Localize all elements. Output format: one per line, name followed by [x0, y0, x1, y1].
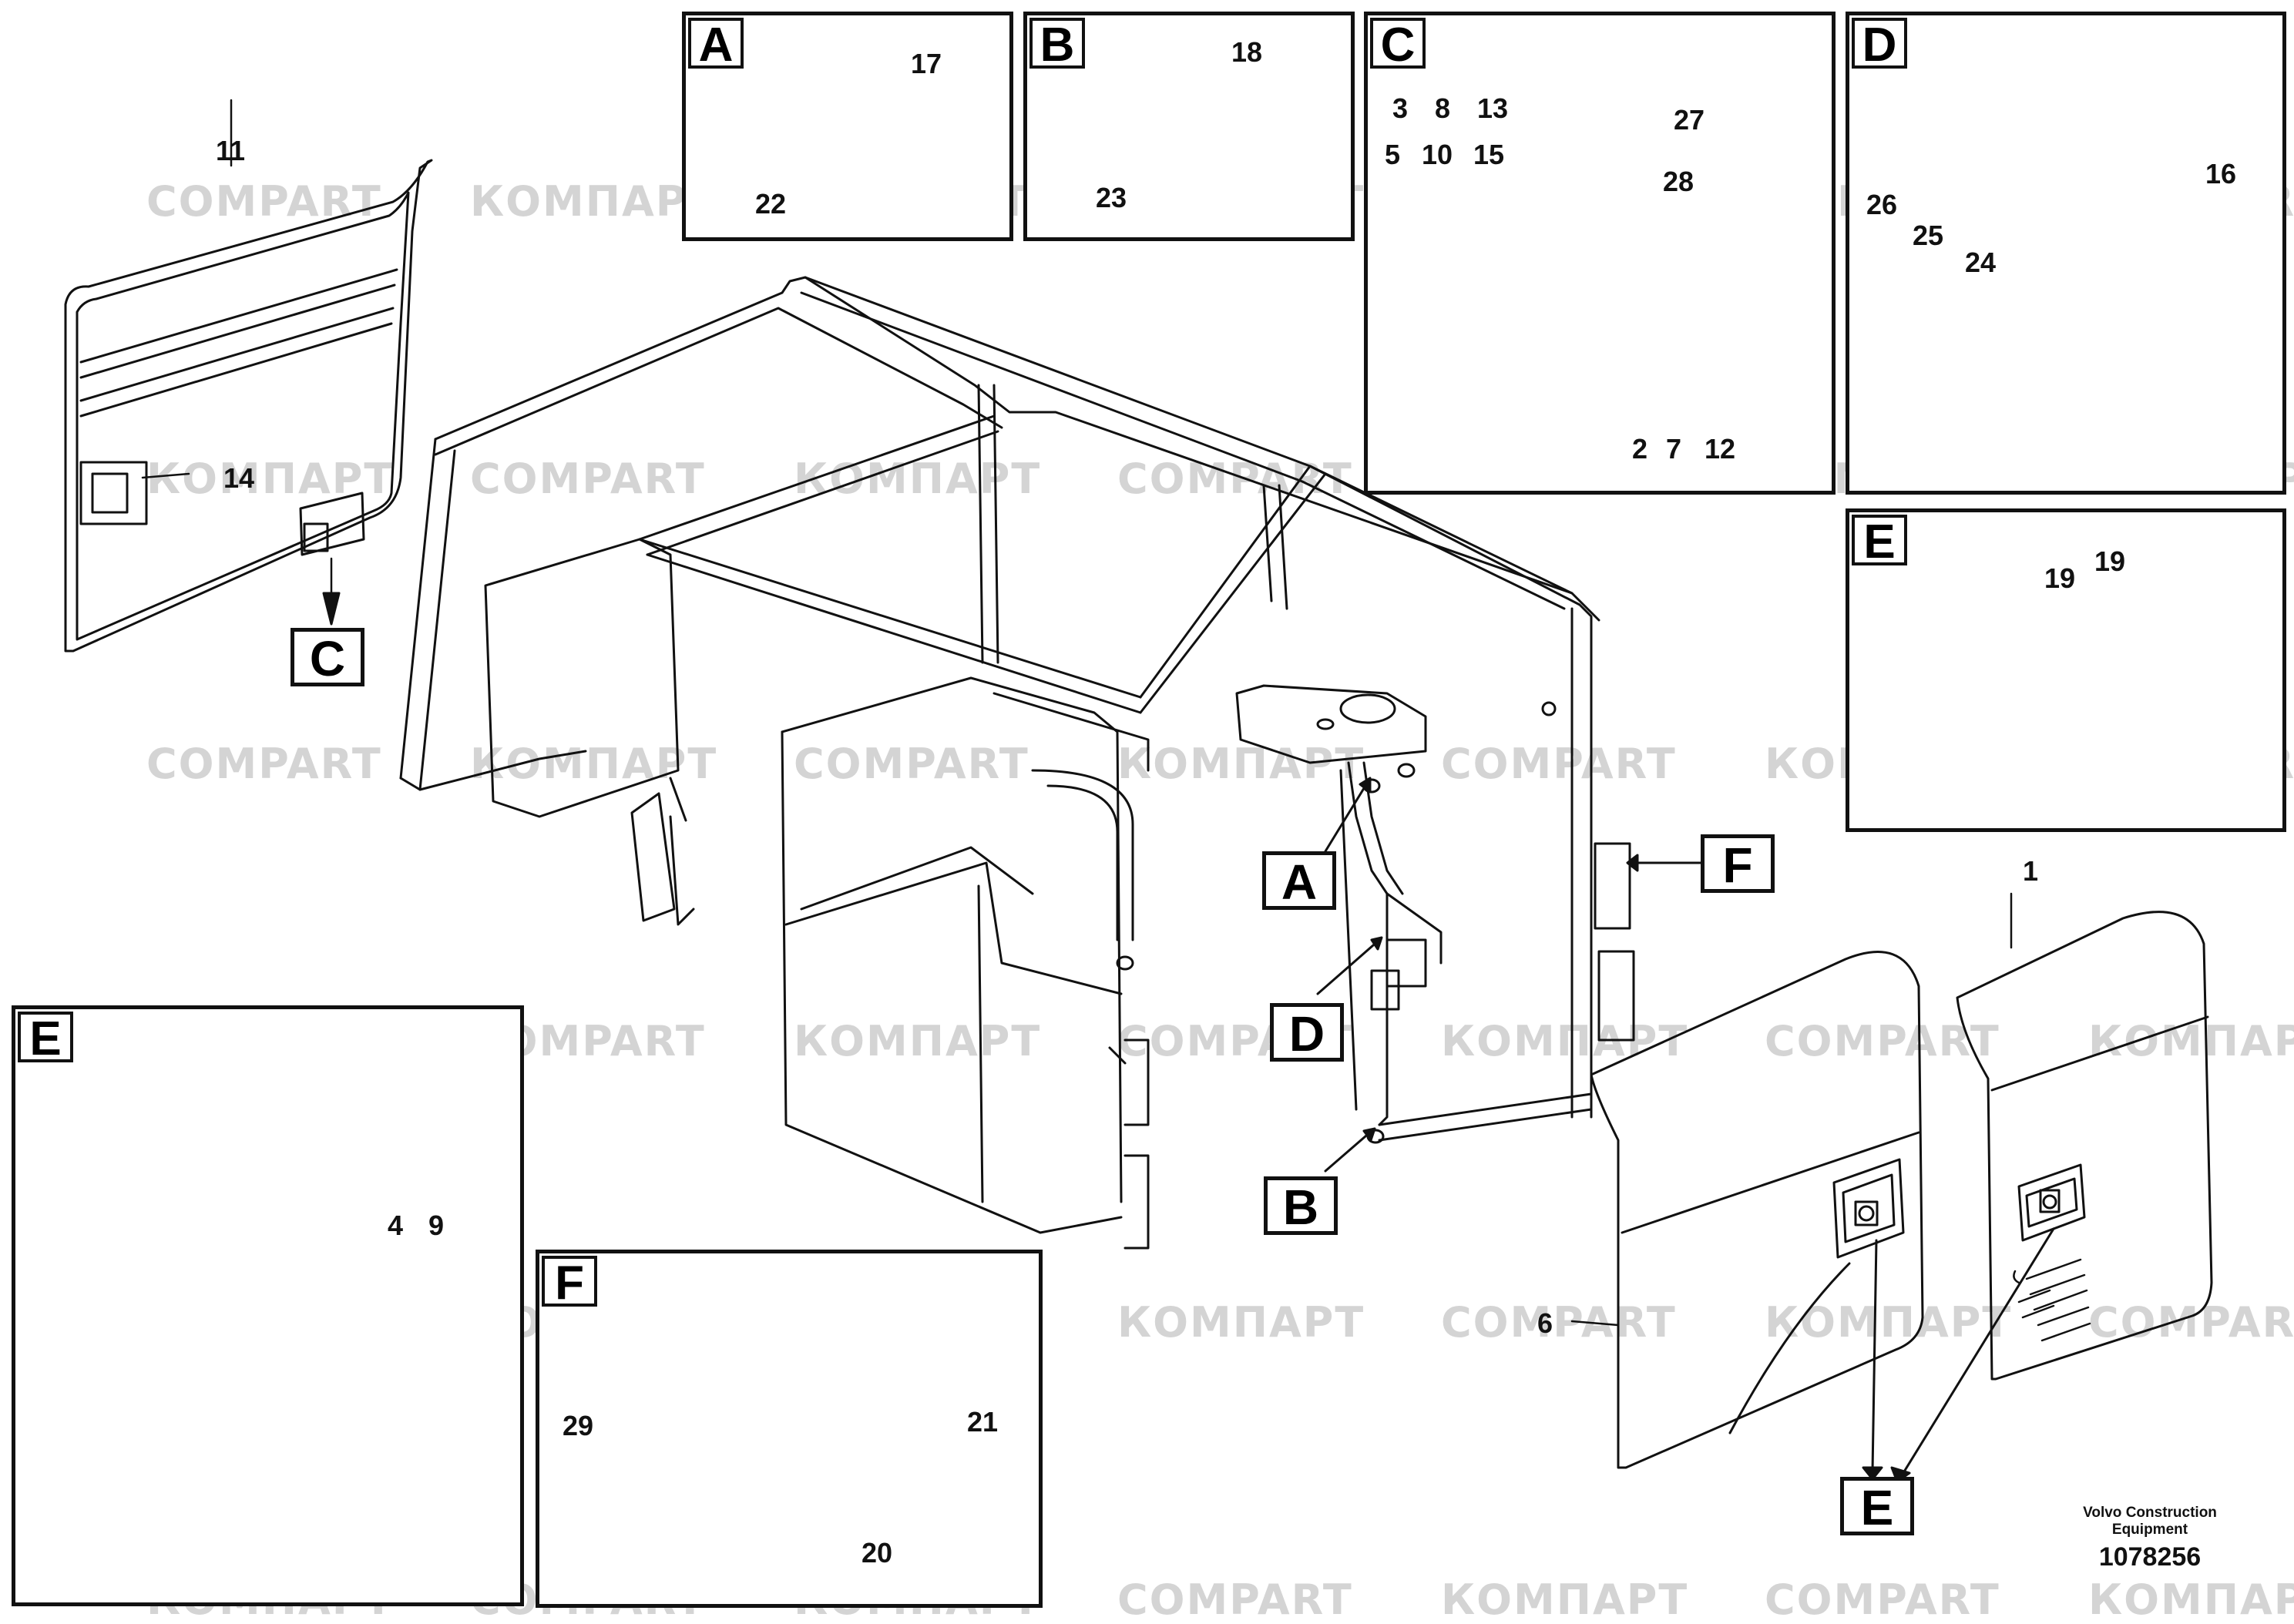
- callout-a: A: [1262, 851, 1336, 910]
- watermark-text: COMPART: [146, 177, 382, 226]
- watermark-text: COMPART: [146, 740, 382, 788]
- detail-b-label: B: [1029, 18, 1085, 70]
- part-19a: 19: [2044, 562, 2076, 594]
- watermark-text: КОМПАРТ: [1441, 1575, 1689, 1624]
- part-9: 9: [428, 1210, 445, 1241]
- watermark-text: COMPART: [1117, 1575, 1353, 1624]
- part-23: 23: [1096, 182, 1127, 213]
- watermark-text: COMPART: [1765, 1017, 2000, 1065]
- door-panel-11: [64, 159, 433, 653]
- watermark-text: COMPART: [470, 455, 706, 503]
- detail-e-right-label: E: [1852, 515, 1907, 567]
- detail-e-right-frame: [1846, 508, 2286, 832]
- detail-c-frame: [1364, 12, 1836, 495]
- detail-f-label: F: [542, 1256, 597, 1308]
- detail-a-label: A: [688, 18, 744, 70]
- part-5: 5: [1385, 139, 1401, 170]
- part-29: 29: [563, 1410, 594, 1441]
- part-27: 27: [1674, 104, 1705, 136]
- watermark-text: КОМПАРТ: [2088, 1017, 2294, 1065]
- part-24: 24: [1965, 247, 1997, 278]
- part-3: 3: [1392, 92, 1409, 124]
- callout-b: B: [1264, 1176, 1338, 1235]
- footer-company: Volvo Construction Equipment: [2065, 1505, 2235, 1538]
- detail-e-left-frame: [12, 1005, 524, 1606]
- part-18: 18: [1231, 36, 1263, 68]
- cab-frame: [399, 276, 1635, 1250]
- watermark-text: КОМПАРТ: [794, 1017, 1042, 1065]
- detail-f-frame: [536, 1250, 1043, 1608]
- watermark-text: КОМПАРТ: [2088, 1575, 2294, 1624]
- callout-c: C: [291, 628, 364, 686]
- watermark-text: КОМПАРТ: [1117, 1298, 1365, 1347]
- callout-f: F: [1701, 834, 1775, 893]
- part-4: 4: [388, 1210, 404, 1241]
- callout-d: D: [1270, 1003, 1344, 1062]
- side-panel-6: [1590, 951, 1924, 1469]
- watermark-text: COMPART: [1441, 740, 1677, 788]
- watermark-text: КОМПАРТ: [1441, 1017, 1689, 1065]
- side-panel-1: [1956, 911, 2213, 1381]
- part-17: 17: [911, 48, 942, 79]
- part-22: 22: [755, 188, 787, 220]
- watermark-text: COMPART: [794, 740, 1029, 788]
- detail-c-label: C: [1370, 18, 1426, 70]
- part-20: 20: [862, 1537, 893, 1569]
- part-12: 12: [1705, 433, 1736, 465]
- part-28: 28: [1663, 166, 1694, 197]
- callout-e: E: [1840, 1477, 1914, 1535]
- part-21: 21: [967, 1406, 999, 1438]
- watermark-text: КОМПАРТ: [470, 740, 718, 788]
- watermark-text: COMPART: [1441, 1298, 1677, 1347]
- detail-d-label: D: [1852, 18, 1907, 70]
- part-2: 2: [1632, 433, 1648, 465]
- watermark-text: COMPART: [1117, 455, 1353, 503]
- part-8: 8: [1435, 92, 1451, 124]
- part-26: 26: [1866, 189, 1898, 220]
- part-1: 1: [2023, 855, 2039, 887]
- detail-e-left-label: E: [18, 1012, 73, 1064]
- watermark-text: КОМПАРТ: [1765, 1298, 2013, 1347]
- part-10: 10: [1422, 139, 1453, 170]
- watermark-text: КОМПАРТ: [1117, 740, 1365, 788]
- watermark-text: COMPART: [1765, 1575, 2000, 1624]
- leader-6: [1570, 1320, 1620, 1327]
- watermark-text: КОМПАРТ: [470, 177, 718, 226]
- part-13: 13: [1477, 92, 1509, 124]
- watermark-text: КОМПАРТ: [794, 455, 1042, 503]
- detail-d-frame: [1846, 12, 2286, 495]
- footer-company-line1: Volvo Construction: [2083, 1505, 2217, 1521]
- part-16: 16: [2205, 158, 2237, 190]
- part-7: 7: [1666, 433, 1682, 465]
- part-6: 6: [1537, 1307, 1553, 1339]
- part-14: 14: [223, 462, 255, 494]
- drawing-number: 1078256: [2098, 1542, 2202, 1572]
- part-25: 25: [1913, 220, 1944, 251]
- part-15: 15: [1473, 139, 1505, 170]
- footer-company-line2: Equipment: [2111, 1522, 2188, 1538]
- part-19b: 19: [2094, 545, 2126, 577]
- part-11: 11: [216, 135, 246, 166]
